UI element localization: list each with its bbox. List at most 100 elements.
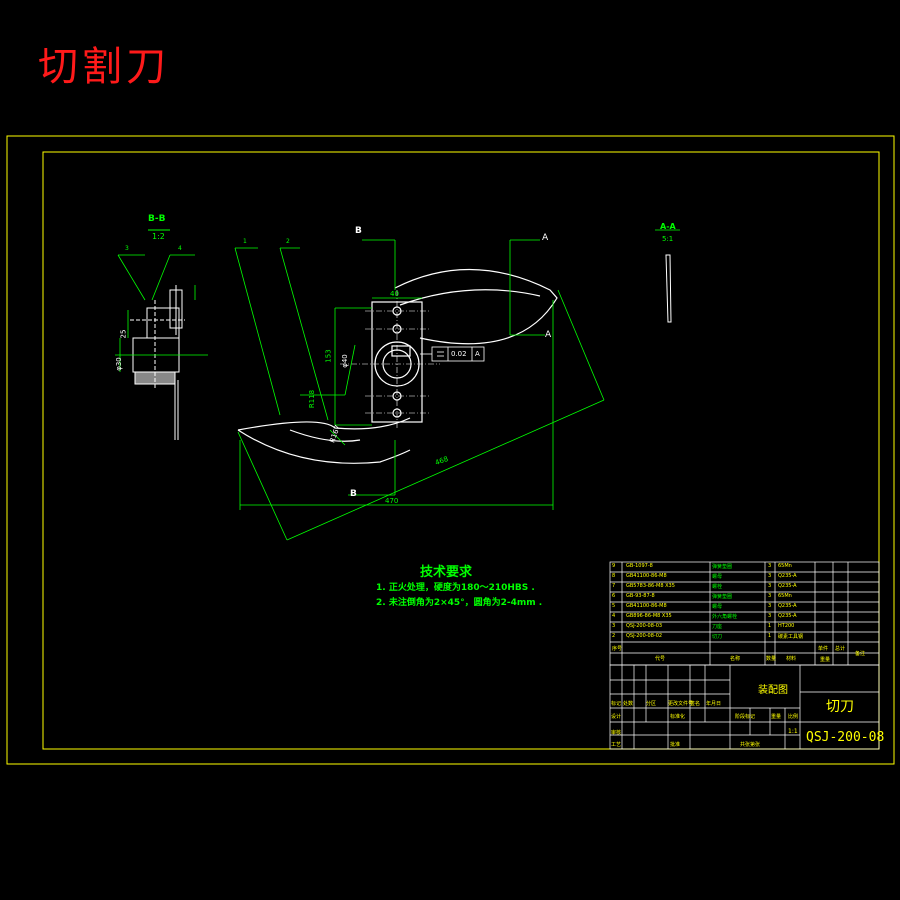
dim-phi40: φ40 — [340, 354, 349, 368]
tb-change-doc: 更改文件号 — [668, 701, 694, 707]
bom-cell-qty: 3 — [768, 573, 772, 579]
bom-cell-code: GB41100-86-M8 — [626, 603, 667, 609]
section-a-view — [655, 229, 680, 323]
section-b-dims — [115, 254, 208, 372]
bom-cell-material: Q235-A — [778, 603, 797, 609]
tb-scale: 1:1 — [788, 728, 798, 735]
bom-cell-qty: 1 — [768, 633, 772, 639]
tb-sheets: 共张第张 — [740, 742, 761, 748]
leader-4: 4 — [178, 245, 182, 252]
bom-cell-name: 切刀 — [712, 634, 723, 640]
arrow-b-top: B — [355, 226, 362, 236]
dim-40: 40 — [390, 290, 399, 298]
dim-25: 25 — [119, 329, 128, 339]
outer-frame — [6, 135, 895, 765]
page-title: 切割刀 — [38, 44, 170, 90]
tb-mark: 标记 — [611, 701, 622, 707]
dim-153: 153 — [324, 349, 333, 363]
dimensions — [234, 239, 605, 541]
bom-cell-seq: 8 — [612, 573, 616, 579]
bom-cell-qty: 3 — [768, 593, 772, 599]
centerlines — [340, 290, 440, 430]
tech-note-1: 1. 正火处理，硬度为180～210HBS . — [376, 583, 535, 593]
arrow-a-bottom: A — [545, 330, 552, 340]
bom-cell-code: QSJ-200-08-02 — [626, 633, 663, 639]
bom-header-material: 材料 — [786, 656, 797, 662]
bom-cell-material: HT200 — [778, 623, 795, 629]
bom-cell-seq: 4 — [612, 613, 616, 619]
bom-cell-seq: 7 — [612, 583, 616, 589]
dim-470: 470 — [385, 497, 399, 505]
tb-approve: 批准 — [670, 742, 681, 748]
bom-cell-qty: 1 — [768, 623, 772, 629]
bom-cell-qty: 3 — [768, 603, 772, 609]
leader-3: 3 — [125, 245, 129, 252]
tolerance-value: 0.02 — [451, 350, 467, 358]
tb-zone: 分区 — [646, 701, 657, 707]
bom-header-total: 总计 — [835, 646, 846, 652]
bom-cell-name: 螺母 — [712, 604, 723, 610]
dim-phi30: φ30 — [114, 357, 123, 371]
leader-1: 1 — [243, 238, 247, 245]
section-a-scale: 5:1 — [662, 235, 674, 243]
tb-stage-mark: 阶段标记 — [735, 714, 756, 720]
tb-design: 设计 — [611, 714, 622, 720]
tb-count: 处数 — [623, 701, 634, 707]
bom-cell-name: 外六角螺栓 — [712, 614, 738, 620]
bom-cell-name: 弹簧垫圈 — [712, 564, 733, 570]
dim-r118: R118 — [308, 389, 317, 409]
bom-cell-seq: 3 — [612, 623, 616, 629]
leader-2: 2 — [286, 238, 290, 245]
bom-cell-seq: 9 — [612, 563, 616, 569]
tolerance-frame — [420, 346, 485, 362]
tb-standardization: 标准化 — [670, 714, 686, 720]
bom-cell-name: 螺母 — [712, 574, 723, 580]
bom-cell-code: GB-93-87-8 — [626, 593, 655, 599]
tb-scale-label: 比例 — [788, 714, 799, 720]
bom-cell-material: Q235-A — [778, 613, 797, 619]
bom-cell-seq: 5 — [612, 603, 616, 609]
assembly-label: 装配图 — [758, 685, 788, 696]
bom-cell-material: 65Mn — [778, 563, 792, 569]
tb-review: 审核 — [611, 730, 622, 736]
section-b-scale: 1:2 — [152, 232, 165, 241]
bom-cell-qty: 3 — [768, 613, 772, 619]
bom-cell-seq: 6 — [612, 593, 616, 599]
bom-cell-material: 碳素工具钢 — [778, 634, 804, 640]
bom-header-name: 名称 — [730, 656, 741, 662]
bom-header-seq: 序号 — [612, 646, 623, 652]
part-name: 切刀 — [826, 699, 854, 715]
title-block-lines — [609, 561, 880, 750]
bom-cell-code: GB5783-86-M8 X35 — [626, 583, 675, 589]
bom-header-weight: 重量 — [820, 657, 831, 663]
drawing-number: QSJ-200-08 — [806, 730, 885, 745]
bom-header-qty: 数量 — [766, 656, 777, 662]
bom-cell-material: 65Mn — [778, 593, 792, 599]
bom-header-unit: 单件 — [818, 646, 829, 652]
bom-header-remark: 备注 — [855, 651, 866, 657]
tb-date: 年月日 — [706, 701, 722, 707]
tech-note-2: 2. 未注倒角为2×45°，圆角为2-4mm . — [376, 598, 543, 608]
bom-cell-name: 螺栓 — [712, 584, 723, 590]
arrow-b-bottom: B — [350, 489, 357, 499]
bom-cell-code: QSJ-200-08-03 — [626, 623, 663, 629]
bom-cell-seq: 2 — [612, 633, 616, 639]
bom-cell-name: 弹簧垫圈 — [712, 594, 733, 600]
tb-process: 工艺 — [611, 742, 622, 748]
cutter-blade — [237, 268, 558, 464]
bom-cell-code: GB896-86-M8 X35 — [626, 613, 672, 619]
section-b-view — [130, 229, 185, 440]
section-a-label: A-A — [660, 222, 676, 231]
bom-cell-code: GB-1097-8 — [626, 563, 653, 569]
bom-cell-material: Q235-A — [778, 573, 797, 579]
arrow-a-top: A — [542, 233, 549, 243]
inner-frame — [42, 151, 880, 750]
bom-header-code: 代号 — [655, 656, 666, 662]
section-b-label: B-B — [148, 214, 166, 224]
tolerance-datum: A — [475, 350, 480, 358]
bom-cell-material: Q235-A — [778, 583, 797, 589]
bom-cell-qty: 3 — [768, 563, 772, 569]
tb-signature: 签名 — [690, 701, 701, 707]
tb-weight: 重量 — [771, 714, 782, 720]
